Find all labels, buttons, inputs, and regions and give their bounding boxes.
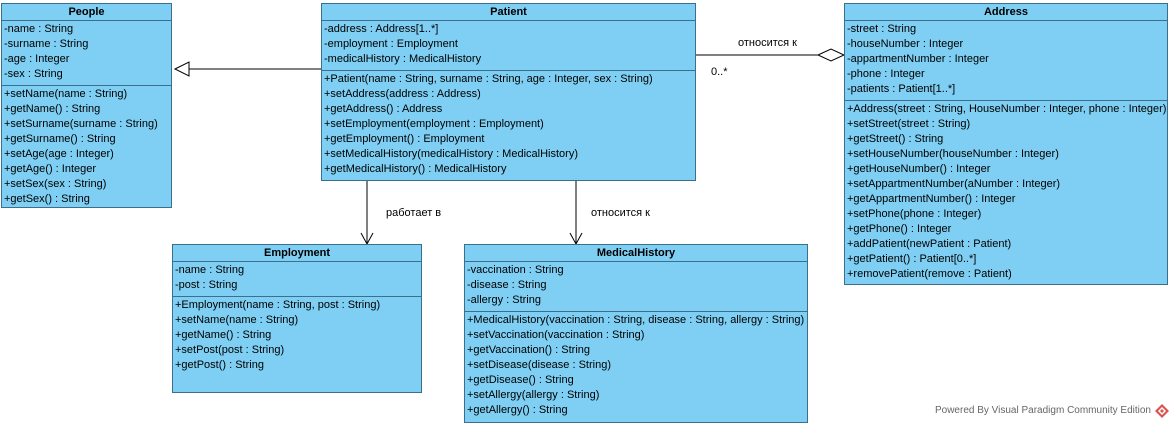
attribute: -sex : String (4, 68, 63, 80)
class-medical-history-name: MedicalHistory (465, 245, 807, 262)
operation: +setAddress(address : Address) (324, 88, 481, 100)
class-address[interactable]: Address -street : String -houseNumber : … (844, 3, 1168, 285)
class-patient-operations: +Patient(name : String, surname : String… (322, 70, 695, 180)
class-employment-attributes: -name : String -post : String (173, 262, 421, 296)
class-medical-history[interactable]: MedicalHistory -vaccination : String -di… (464, 244, 808, 423)
operation: +getVaccination() : String (467, 344, 590, 356)
operation: +setSex(sex : String) (4, 178, 107, 190)
operation: +getMedicalHistory() : MedicalHistory (324, 163, 507, 175)
operation: +setVaccination(vaccination : String) (467, 329, 645, 341)
operation: +getPatient() : Patient[0..*] (847, 253, 977, 265)
attribute: -phone : Integer (847, 68, 925, 80)
operation: +Employment(name : String, post : String… (175, 299, 381, 311)
operation: +getName() : String (4, 103, 101, 115)
operation: +setStreet(street : String) (847, 118, 971, 130)
attribute: -vaccination : String (467, 264, 564, 276)
operation: +setDisease(disease : String) (467, 359, 611, 371)
aggregation-diamond (816, 48, 846, 62)
patient-employment-label: работает в (386, 207, 442, 219)
attribute: -disease : String (467, 279, 547, 291)
operation: +getAddress() : Address (324, 103, 443, 115)
patient-address-label: относится к (738, 37, 797, 49)
operation: +setName(name : String) (175, 314, 299, 326)
operation: +Address(street : String, HouseNumber : … (847, 103, 1167, 115)
class-address-name: Address (845, 4, 1167, 21)
attribute: -address : Address[1..*] (324, 23, 439, 35)
attribute: -appartmentNumber : Integer (847, 53, 989, 65)
operation: +setEmployment(employment : Employment) (324, 118, 544, 130)
class-employment-name: Employment (173, 245, 421, 262)
operation: +getPost() : String (175, 359, 264, 371)
operation: +MedicalHistory(vaccination : String, di… (467, 314, 805, 326)
patient-address-multiplicity: 0..* (711, 66, 728, 78)
class-employment-operations: +Employment(name : String, post : String… (173, 296, 421, 376)
class-patient-attributes: -address : Address[1..*] -employment : E… (322, 21, 695, 70)
operation: +getAge() : Integer (4, 163, 97, 175)
class-people-attributes: -name : String -surname : String -age : … (2, 21, 171, 85)
operation: +setPost(post : String) (175, 344, 285, 356)
attribute: -employment : Employment (324, 38, 458, 50)
attribute: -post : String (175, 279, 238, 291)
class-patient-name: Patient (322, 4, 695, 21)
class-medical-history-operations: +MedicalHistory(vaccination : String, di… (465, 311, 807, 421)
attribute: -name : String (175, 264, 245, 276)
operation: +setPhone(phone : Integer) (847, 208, 982, 220)
operation: +getSurname() : String (4, 133, 116, 145)
operation: +removePatient(remove : Patient) (847, 268, 1012, 280)
attribute: -surname : String (4, 38, 89, 50)
class-employment[interactable]: Employment -name : String -post : String… (172, 244, 422, 393)
operation: +setAllergy(allergy : String) (467, 389, 600, 401)
operation: +getHouseNumber() : Integer (847, 163, 991, 175)
operation: +getSex() : String (4, 193, 90, 205)
attribute: -medicalHistory : MedicalHistory (324, 53, 482, 65)
attribute: -patients : Patient[1..*] (847, 83, 956, 95)
operation: +getPhone() : Integer (847, 223, 952, 235)
operation: +getAppartmentNumber() : Integer (847, 193, 1016, 205)
class-people-operations: +setName(name : String) +getName() : Str… (2, 85, 171, 210)
class-address-attributes: -street : String -houseNumber : Integer … (845, 21, 1167, 100)
attribute: -name : String (4, 23, 74, 35)
powered-by-text: Powered By Visual Paradigm Community Edi… (934, 405, 1151, 416)
attribute: -street : String (847, 23, 917, 35)
operation: +setName(name : String) (4, 88, 128, 100)
class-patient[interactable]: Patient -address : Address[1..*] -employ… (321, 3, 696, 181)
attribute: -allergy : String (467, 294, 541, 306)
operation: +getAllergy() : String (467, 404, 568, 416)
class-people-name: People (2, 4, 171, 21)
operation: +setHouseNumber(houseNumber : Integer) (847, 148, 1059, 160)
class-medical-history-attributes: -vaccination : String -disease : String … (465, 262, 807, 311)
visual-paradigm-logo-icon (1155, 404, 1169, 418)
operation: +setAppartmentNumber(aNumber : Integer) (847, 178, 1061, 190)
operation: +getDisease() : String (467, 374, 574, 386)
generalization-arrowhead (173, 61, 190, 77)
operation: +setMedicalHistory(medicalHistory : Medi… (324, 148, 578, 160)
attribute: -houseNumber : Integer (847, 38, 964, 50)
operation: +setAge(age : Integer) (4, 148, 114, 160)
operation: +getStreet() : String (847, 133, 944, 145)
operation: +getName() : String (175, 329, 272, 341)
class-people[interactable]: People -name : String -surname : String … (1, 3, 172, 208)
attribute: -age : Integer (4, 53, 70, 65)
operation: +setSurname(surname : String) (4, 118, 158, 130)
operation: +Patient(name : String, surname : String… (324, 73, 653, 85)
class-address-operations: +Address(street : String, HouseNumber : … (845, 100, 1167, 285)
operation: +getEmployment() : Employment (324, 133, 485, 145)
operation: +addPatient(newPatient : Patient) (847, 238, 1012, 250)
patient-medical-label: относится к (591, 207, 650, 219)
